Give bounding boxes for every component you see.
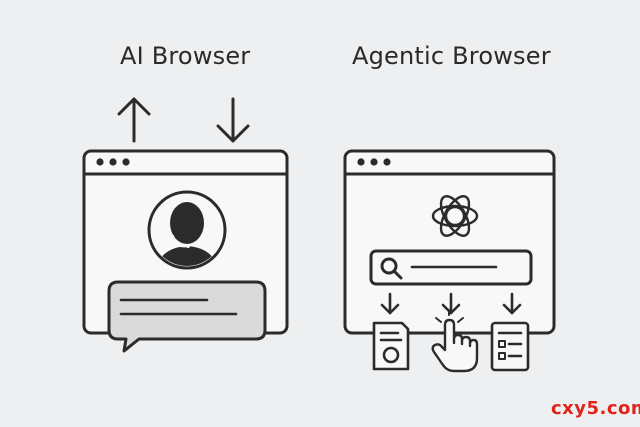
arrow-down-icon [502,292,522,315]
window-dot [357,158,365,166]
watermark: cxy5.com [551,398,640,419]
document-icon [372,321,410,371]
chat-bubble-icon [107,280,267,353]
arrow-down-icon [216,97,250,143]
agentic-browser-title: Agentic Browser [352,42,551,70]
arrow-up-icon [117,97,151,143]
openai-logo-icon [431,195,479,237]
headset-avatar-icon [147,190,227,270]
window-dot [383,158,391,166]
pointer-hand-icon [431,309,479,373]
window-dot [370,158,378,166]
arrow-down-icon [380,292,400,315]
form-icon [490,321,530,372]
arrow-down-icon [441,292,461,315]
ai-browser-title: AI Browser [120,42,251,70]
search-icon [380,257,403,280]
agentic-browser-window [343,149,556,335]
search-bar [369,249,533,286]
window-dot [96,158,104,166]
window-dot [109,158,117,166]
window-dot [122,158,130,166]
